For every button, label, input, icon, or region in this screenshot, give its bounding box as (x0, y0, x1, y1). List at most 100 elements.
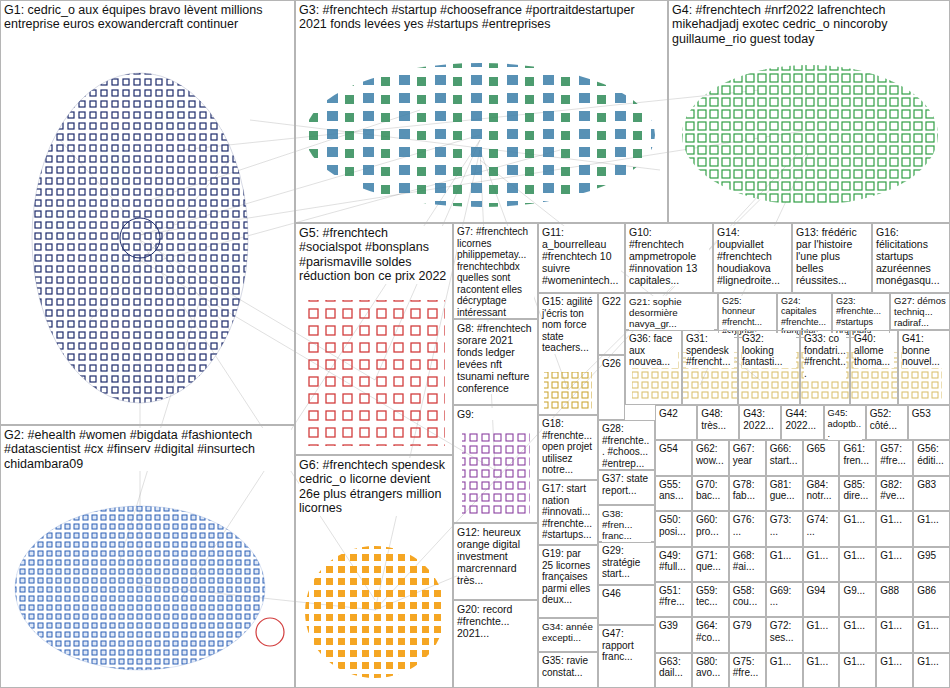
group-label: G27: démos techniq... radiraf... (894, 296, 946, 329)
group-label: G15: agilité j'écris ton nom force state… (542, 296, 594, 354)
group-box: G7: #frenchtech licornes philippemetay..… (453, 223, 538, 319)
group-box: G65 (803, 440, 840, 475)
group-box: G23: #frenchte... #startups orangefa... (832, 293, 890, 338)
group-label: G8: #frenchtech sorare 2021 fonds ledger… (457, 322, 534, 394)
group-box: G60: pro... (692, 511, 729, 546)
group-label: G72: ses... (770, 620, 799, 643)
group-label: G9... (843, 585, 872, 597)
group-box: G40: allome thoma... (850, 330, 898, 405)
group-box: G1... (839, 617, 876, 652)
group-box: G44: 2022... (781, 405, 823, 440)
group-label: G36: face aux nouvea... (629, 333, 678, 368)
group-box: G12: heureux orange digital investment m… (453, 523, 538, 600)
group-label: G22 (602, 296, 621, 308)
group-box: G20: record #frenchte... 2021... (453, 600, 538, 688)
group-label: G1... (843, 550, 872, 562)
group-label: G34: année excepti... (542, 621, 594, 643)
group-label: G32: looking fantasti... (742, 333, 796, 368)
group-label: G41: bonne nouvel... (902, 333, 946, 368)
group-box: G83 (913, 476, 950, 511)
group-box: G1... (803, 547, 840, 582)
group-label: G1... (770, 656, 799, 668)
group-box: G88 (876, 582, 913, 617)
group-label: G55: ans... (659, 479, 688, 502)
group-box: G43: 2022... (739, 405, 781, 440)
group-box: G36: face aux nouvea... (625, 330, 682, 405)
group-label: G40: allome thoma... (854, 333, 894, 368)
group-box: G34: année excepti... (538, 618, 598, 652)
group-label: G7: #frenchtech licornes philippemetay..… (457, 226, 534, 318)
group-label: G21: sophie desormière navya_gr... (629, 296, 714, 330)
group-label: G81: gue... (770, 479, 799, 502)
group-label: G3: #frenchtech #startup #choosefrance #… (299, 3, 664, 32)
group-label: G2: #ehealth #women #bigdata #fashiontec… (4, 428, 291, 471)
group-box: G5: #frenchtech #socialspot #bonsplans #… (295, 223, 453, 455)
group-box: G21: sophie desormière navya_gr... (625, 293, 718, 330)
group-box: G1... (913, 653, 950, 688)
group-label: G54 (659, 443, 688, 455)
group-box: G14: loupviallet #frenchtech houdiakova … (713, 223, 792, 293)
group-label: G39 (659, 620, 688, 632)
group-box: G1... (876, 653, 913, 688)
group-label: G37: state report... (602, 473, 651, 496)
group-label: G49: #full... (659, 550, 688, 573)
group-label: G63: dail... (659, 656, 688, 679)
group-box: G1... (876, 547, 913, 582)
group-box: G1... (839, 547, 876, 582)
group-label: G18: #frenchte... open projet utilisez n… (542, 418, 594, 476)
group-box: G47: rapport franc... (598, 625, 655, 688)
group-label: G51: #fre... (659, 585, 688, 608)
group-box: G72: ses... (766, 617, 803, 652)
group-label: G31: spendesk #frencht... (686, 333, 734, 368)
group-box: G24: capitales #frenchte... frenchtec... (777, 293, 832, 338)
group-box: G26 (598, 355, 625, 420)
group-label: G88 (880, 585, 909, 597)
group-box: G29: stratégie start... (598, 542, 655, 585)
group-box: G55: ans... (655, 476, 692, 511)
group-box: G25: honneur #frencht... #sportec... (718, 293, 777, 338)
group-box: G48: très... (697, 405, 739, 440)
group-label: G71: que... (696, 550, 725, 573)
group-box: G57: #fre... (876, 440, 913, 475)
group-label: G5: #frenchtech #socialspot #bonsplans #… (299, 226, 449, 284)
group-box: G49: #full... (655, 547, 692, 582)
group-label: G62: wow... (696, 443, 725, 466)
group-label: G17: start nation #innovati... #frenchte… (542, 483, 594, 541)
group-box: G1... (839, 511, 876, 546)
group-label: G1... (843, 656, 872, 668)
group-label: G69: ... (770, 585, 799, 608)
group-label: G6: #frenchtech spendesk cedric_o licorn… (299, 458, 449, 516)
group-box: G63: dail... (655, 653, 692, 688)
group-label: G95 (917, 550, 946, 562)
group-box: G15: agilité j'écris ton nom force state… (538, 293, 598, 415)
group-box: G1... (766, 653, 803, 688)
group-label: G29: stratégie start... (602, 545, 651, 580)
group-label: G1... (880, 514, 909, 526)
group-box: G13: frédéric par l'histoire l'une plus … (792, 223, 872, 293)
group-box: G28: #frenchte... #choos... #entrep... (598, 420, 655, 470)
group-label: G12: heureux orange digital investment m… (457, 526, 534, 586)
group-box: G9: (453, 405, 538, 523)
group-box: G18: #frenchte... open projet utilisez n… (538, 415, 598, 480)
group-box: G27: démos techniq... radiraf... (890, 293, 950, 330)
group-label: G68: #ai... (733, 550, 762, 573)
group-label: G78: fab... (733, 479, 762, 502)
group-box: G31: spendesk #frencht... (682, 330, 738, 405)
group-label: G45: adoptb... (828, 408, 862, 440)
group-label: G1... (880, 656, 909, 668)
group-label: G13: frédéric par l'histoire l'une plus … (796, 226, 868, 286)
group-label: G53 (912, 408, 946, 420)
group-box: G46 (598, 585, 655, 625)
group-box: G56: éditi... (913, 440, 950, 475)
group-label: G16: félicitations startups azuréennes m… (876, 226, 946, 286)
group-box: G86 (913, 582, 950, 617)
group-box: G58: cou... (729, 582, 766, 617)
group-box: G17: start nation #innovati... #frenchte… (538, 480, 598, 545)
group-box: G1... (803, 653, 840, 688)
group-box: G1... (766, 547, 803, 582)
group-box: G51: #fre... (655, 582, 692, 617)
group-label: G80: avo... (696, 656, 725, 679)
group-box: G59: tec... (692, 582, 729, 617)
group-box: G37: state report... (598, 470, 655, 505)
group-label: G38: #fren... franc... (602, 508, 651, 542)
